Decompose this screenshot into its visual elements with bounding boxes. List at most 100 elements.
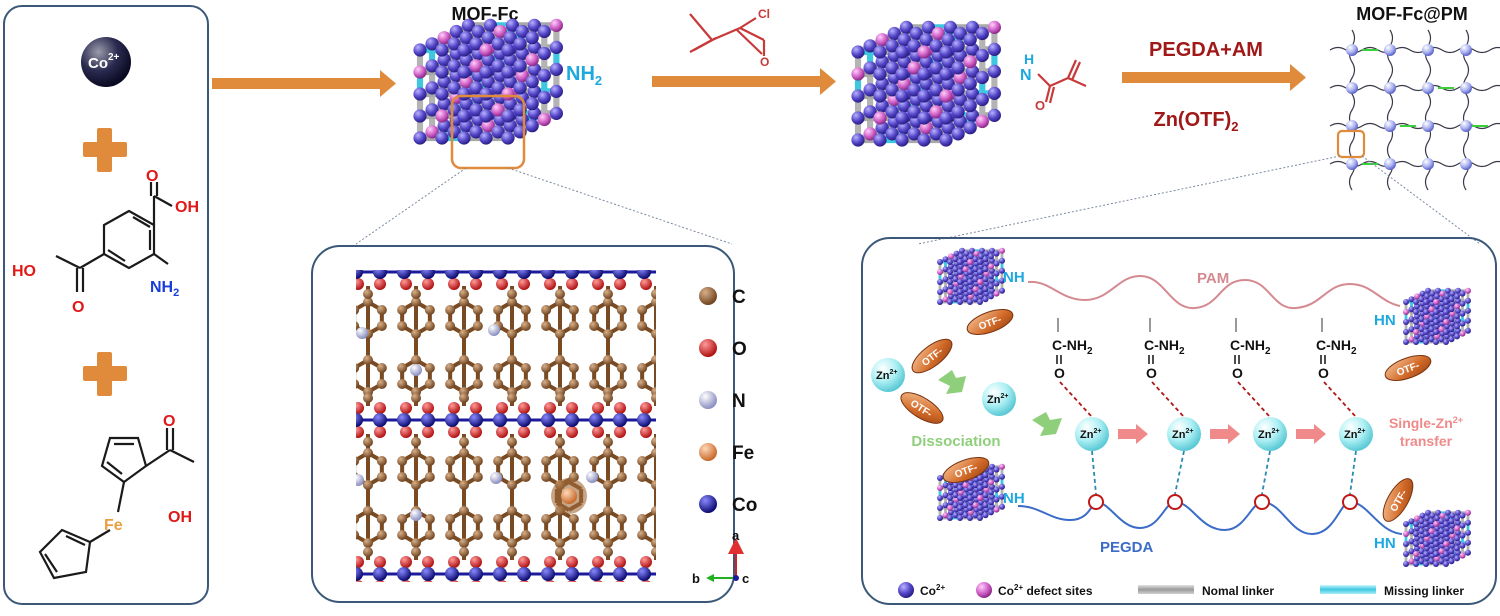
pegda-label: PEGDA (1100, 539, 1154, 556)
otf-anion: OTF- (1384, 355, 1432, 381)
legend-defect-label: Co2+ defect sites (998, 583, 1093, 598)
zn-ion-free-1: Zn2+ (871, 358, 905, 392)
zn-ion-free-2: Zn2+ (982, 382, 1016, 416)
legend-atom-symbol: Fe (732, 443, 754, 464)
legend-normal-linker-swatch (1138, 585, 1194, 594)
svg-text:C-NH2: C-NH2 (1052, 337, 1093, 357)
zn-transfer-row: Zn2+ Zn2+ Zn2+ Zn2+ (1075, 417, 1373, 510)
legend-atom-swatch (699, 339, 717, 357)
mechanism-mof-cubes (937, 247, 1471, 567)
otf-anion: OTF- (942, 457, 990, 483)
reactants-panel (3, 5, 209, 605)
svg-text:Zn2+: Zn2+ (1344, 428, 1365, 441)
ether-oxygen (1342, 494, 1358, 510)
pegda-chain (1017, 500, 1403, 536)
transfer-arrow (1296, 424, 1326, 444)
amide-o-label: O (1035, 98, 1045, 113)
crystal-legend-item: Fe (699, 443, 754, 464)
cube-nodes (851, 20, 1002, 147)
mini-mof-cube (937, 463, 1005, 521)
crystal-legend-item: N (699, 391, 746, 412)
legend-co-sphere (898, 582, 914, 598)
crystal-structure-panel (311, 245, 735, 603)
ferrocene-carboxylic-acid-structure (38, 428, 195, 580)
crystal-lattice (356, 270, 656, 582)
mech-hn-bottom: HN (1374, 535, 1396, 552)
zn-ion: Zn2+ (1075, 417, 1109, 495)
otf-anions: OTF-OTF-OTF-OTF-OTF-OTF- (900, 309, 1432, 522)
axis-c-label: c (742, 571, 749, 586)
cube-nodes (1403, 509, 1471, 567)
dissociation-label: Dissociation (911, 433, 1000, 450)
svg-text:C-NH2: C-NH2 (1316, 337, 1357, 357)
acyl-o-label: O (760, 55, 769, 69)
legend-missing-linker-swatch (1320, 585, 1376, 594)
mini-mof-cube (937, 247, 1005, 305)
svg-text:C-NH2: C-NH2 (1230, 337, 1271, 357)
cube-nodes (413, 18, 564, 145)
legend-atom-symbol: Co (732, 495, 757, 516)
axis-a-label: a (732, 528, 740, 543)
cobalt-ion-label: Co (88, 55, 108, 72)
legend-missing-linker-label: Missing linker (1384, 584, 1464, 598)
mech-nh-top: NH (1003, 269, 1025, 286)
zn-ion: Zn2+ (1167, 417, 1201, 495)
methacryloyl-chloride-structure (689, 13, 766, 56)
svg-text:Zn2+: Zn2+ (1258, 428, 1279, 441)
legend-co-label: Co2+ (920, 583, 945, 598)
single-zn-transfer-line2: transfer (1400, 433, 1453, 449)
modified-mof-cube (851, 20, 1002, 147)
zoom-highlight-box-left (450, 94, 526, 170)
axis-b-label: b (692, 571, 700, 586)
ether-oxygen (1254, 494, 1270, 510)
hydrogel-network (1329, 29, 1500, 191)
mini-mof-cube (1403, 287, 1471, 345)
crystal-legend-item: C (699, 287, 746, 308)
legend-normal-linker-label: Nomal linker (1202, 584, 1274, 598)
svg-text:Zn2+: Zn2+ (1172, 428, 1193, 441)
crystal-legend-item: Co (699, 495, 757, 516)
svg-text:O: O (1318, 365, 1329, 381)
ether-oxygen (1167, 494, 1183, 510)
svg-text:O: O (1054, 365, 1065, 381)
plus-sign-1 (83, 128, 127, 172)
legend-atom-swatch (699, 495, 717, 513)
zoom-guide-lines (355, 155, 1481, 245)
acid-o-top: O (146, 168, 158, 185)
zn-ion: Zn2+ (1339, 417, 1373, 495)
legend-atom-swatch (699, 287, 717, 305)
otf-anion: OTF- (1382, 478, 1414, 522)
svg-text:Zn2+: Zn2+ (1080, 428, 1101, 441)
mech-hn-top: HN (1374, 312, 1396, 329)
svg-text:Zn2+: Zn2+ (987, 393, 1008, 406)
acid-o-bottom: O (72, 299, 84, 316)
mini-mof-cube (1403, 509, 1471, 567)
single-zn-transfer-line1: Single-Zn2+ (1389, 415, 1463, 431)
crystal-axes: a b c (692, 528, 749, 586)
mof-fc-cube (413, 18, 564, 145)
svg-text:C-NH2: C-NH2 (1144, 337, 1185, 357)
mechanism-panel (861, 237, 1497, 605)
mof-fc-pm-title: MOF-Fc@PM (1356, 4, 1468, 24)
cube-nodes (1403, 287, 1471, 345)
acid-nh2-label: NH2 (150, 279, 179, 299)
lattice-atoms (356, 270, 656, 582)
cube-nodes (937, 463, 1005, 521)
legend-atom-swatch (699, 391, 717, 409)
zn-otf-label: Zn(OTF)2 (1154, 109, 1239, 134)
acid-oh-label: OH (175, 199, 199, 216)
cube-nodes (937, 247, 1005, 305)
pam-chain (1027, 274, 1401, 310)
ether-oxygen (1088, 494, 1104, 510)
legend-defect-sphere (976, 582, 992, 598)
svg-text:O: O (1146, 365, 1157, 381)
amide-n-label: N (1020, 67, 1032, 84)
legend-atom-symbol: C (732, 287, 746, 308)
acyl-cl-label: Cl (758, 7, 770, 21)
legend-atom-symbol: N (732, 391, 746, 412)
